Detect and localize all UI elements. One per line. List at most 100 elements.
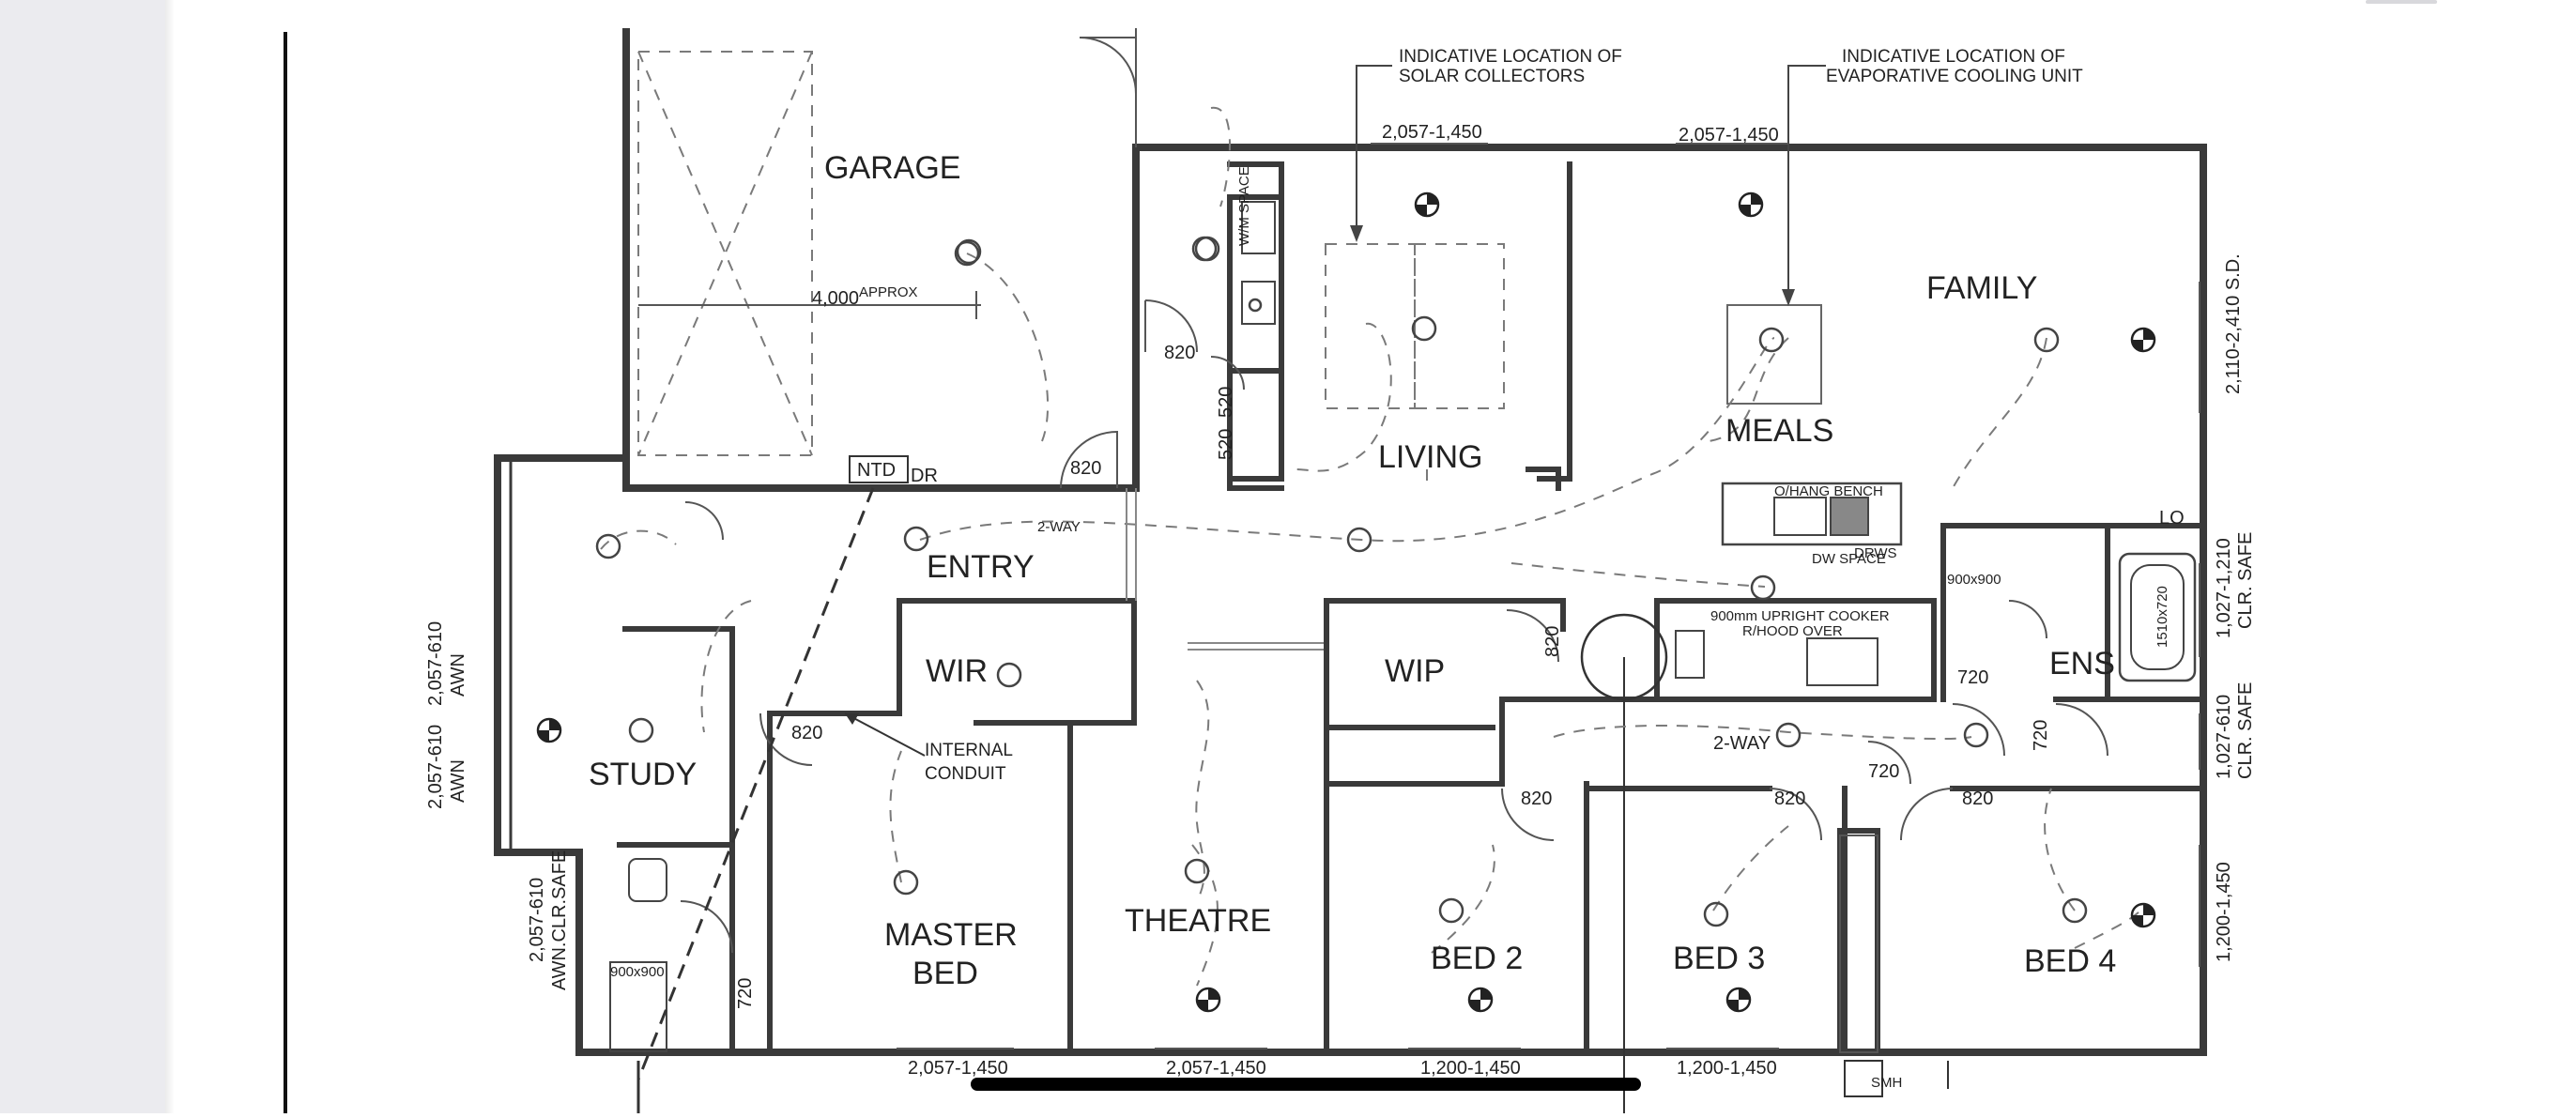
room-label-master-2: BED bbox=[912, 956, 978, 991]
room-label-garage: GARAGE bbox=[824, 150, 960, 186]
door-dim-720: 720 bbox=[1868, 761, 1899, 782]
ohang-bench-label: O/HANG BENCH bbox=[1774, 483, 1883, 499]
left-awn-dim-3: 2,057-610 bbox=[527, 878, 547, 962]
two-way-label-2: 2-WAY bbox=[1713, 733, 1771, 754]
dw-space-label: DW SPACE bbox=[1812, 551, 1886, 567]
garage-width-dim: 4,000 bbox=[812, 288, 859, 309]
ceiling-light-icon bbox=[1775, 722, 1802, 748]
top-window-dim-2: 2,057-1,450 bbox=[1679, 125, 1779, 145]
door-dim-520: 520 bbox=[1216, 429, 1236, 460]
door-dim-820: 820 bbox=[1962, 789, 1993, 809]
room-label-wir: WIR bbox=[926, 653, 988, 689]
top-window-dim-1: 2,057-1,450 bbox=[1382, 122, 1482, 143]
right-clr-dim-1b: CLR. SAFE bbox=[2235, 532, 2256, 629]
left-awn-dim-2b: AWN bbox=[448, 759, 468, 803]
conduit-note-line2: CONDUIT bbox=[925, 764, 1006, 784]
room-label-living: LIVING bbox=[1378, 439, 1482, 475]
room-labels: GARAGE LIVING MEALS FAMILY ENTRY WIR WIP… bbox=[589, 150, 2116, 991]
ceiling-light-icon bbox=[1750, 574, 1776, 601]
plan-notes: INDICATIVE LOCATION OF SOLAR COLLECTORS … bbox=[857, 47, 2185, 1091]
exterior-walls bbox=[494, 24, 2207, 1056]
room-label-master-1: MASTER bbox=[884, 917, 1018, 953]
wm-space-label: W/M SPACE bbox=[1236, 166, 1252, 246]
door-swings bbox=[680, 299, 2108, 954]
ceiling-light-icon bbox=[1184, 858, 1210, 884]
cooker-note-line2: R/HOOD OVER bbox=[1742, 623, 1843, 639]
right-bed4-dim: 1,200-1,450 bbox=[2214, 862, 2234, 962]
electrical-wiring bbox=[600, 106, 2141, 987]
door-dim-720: 720 bbox=[1957, 667, 1988, 688]
ceiling-light-icon bbox=[2033, 327, 2060, 353]
sidebar-panel bbox=[0, 0, 165, 1113]
cooling-leader bbox=[1787, 65, 1826, 299]
room-label-theatre: THEATRE bbox=[1125, 903, 1271, 939]
home-indicator-bar[interactable] bbox=[971, 1078, 1641, 1091]
shower-dim: 900x900 bbox=[1947, 572, 2001, 588]
approx-label: APPROX bbox=[859, 284, 918, 300]
bottom-window-dim-4: 1,200-1,450 bbox=[1677, 1058, 1777, 1079]
door-dim-820: 820 bbox=[1542, 626, 1563, 657]
bottom-window-dim-2: 2,057-1,450 bbox=[1166, 1058, 1266, 1079]
bottom-window-dim-1: 2,057-1,450 bbox=[908, 1058, 1008, 1079]
window-marks bbox=[897, 143, 2200, 1049]
ceiling-light-icon bbox=[903, 526, 929, 552]
room-label-study: STUDY bbox=[589, 757, 697, 792]
ceiling-light-icon bbox=[595, 533, 621, 559]
floor-plan-drawing: GARAGE LIVING MEALS FAMILY ENTRY WIR WIP… bbox=[425, 24, 2256, 1113]
right-clr-dim-2b: CLR. SAFE bbox=[2235, 682, 2256, 779]
conduit-leader bbox=[844, 712, 926, 757]
ceiling-light-icon bbox=[1703, 901, 1729, 927]
conduit-note-line1: INTERNAL bbox=[925, 741, 1013, 760]
ceiling-light-icon bbox=[996, 662, 1022, 688]
cooling-note-line1: INDICATIVE LOCATION OF bbox=[1842, 47, 2065, 67]
solar-note-line2: SOLAR COLLECTORS bbox=[1399, 67, 1585, 86]
two-way-label-1: 2-WAY bbox=[1037, 519, 1081, 535]
bath-dim: 1510x720 bbox=[2154, 586, 2170, 648]
right-sd-dim: 2,110-2,410 S.D. bbox=[2223, 253, 2244, 394]
ceiling-light-icon bbox=[893, 869, 919, 896]
left-awn-dim-3b: AWN.CLR.SAFE bbox=[549, 850, 570, 990]
door-dim-520: 520 bbox=[1216, 387, 1236, 418]
ntd-label: NTD bbox=[857, 460, 896, 481]
solar-note-line1: INDICATIVE LOCATION OF bbox=[1399, 47, 1622, 67]
left-awn-dim-1: 2,057-610 bbox=[425, 621, 446, 706]
garage-area bbox=[637, 28, 1137, 489]
door-dim-720: 720 bbox=[735, 978, 756, 1009]
ceiling-light-icon bbox=[1963, 722, 1989, 748]
room-label-entry: ENTRY bbox=[927, 549, 1035, 585]
left-awn-dim-2: 2,057-610 bbox=[425, 725, 446, 809]
cooker-note-line1: 900mm UPRIGHT COOKER bbox=[1710, 608, 1890, 624]
top-scroll-indicator bbox=[2366, 0, 2437, 4]
door-dim-820: 820 bbox=[1521, 789, 1552, 809]
ceiling-light-icon bbox=[628, 717, 654, 743]
room-label-meals: MEALS bbox=[1725, 413, 1833, 449]
room-label-ens: ENS bbox=[2049, 646, 2115, 682]
drws-label: DRWS bbox=[1854, 545, 1897, 561]
room-label-bed2: BED 2 bbox=[1431, 941, 1523, 976]
ceiling-light-icon bbox=[1411, 315, 1437, 342]
door-dim-820: 820 bbox=[791, 723, 822, 743]
left-awn-dim-1b: AWN bbox=[448, 653, 468, 697]
ceiling-light-icon bbox=[1438, 897, 1464, 924]
door-dim-820: 820 bbox=[1774, 789, 1805, 809]
room-label-bed4: BED 4 bbox=[2024, 943, 2116, 979]
internal-conduit-line bbox=[636, 487, 875, 1080]
room-label-bed3: BED 3 bbox=[1673, 941, 1765, 976]
right-clr-dim-1: 1,027-1,210 bbox=[2214, 538, 2234, 638]
bottom-window-dim-3: 1,200-1,450 bbox=[1420, 1058, 1521, 1079]
ceiling-light-icon bbox=[1758, 327, 1785, 353]
sidebar-shadow bbox=[165, 0, 175, 1113]
fan-icons bbox=[536, 191, 2156, 1013]
room-label-family: FAMILY bbox=[1926, 270, 2037, 306]
door-dim-820: 820 bbox=[1070, 458, 1101, 479]
shower-dim: 900x900 bbox=[610, 964, 665, 980]
plan-dimensions: 4,000 2,057-1,450 2,057-1,450 2,057-1,45… bbox=[425, 122, 2256, 1079]
cooling-note-line2: EVAPORATIVE COOLING UNIT bbox=[1826, 67, 2083, 86]
room-label-wip: WIP bbox=[1385, 653, 1445, 689]
door-dim-720: 720 bbox=[2031, 720, 2051, 751]
right-clr-dim-2: 1,027-610 bbox=[2214, 695, 2234, 779]
light-fittings bbox=[595, 236, 2088, 927]
ceiling-light-icon bbox=[954, 240, 980, 267]
floor-plan-document[interactable]: GARAGE LIVING MEALS FAMILY ENTRY WIR WIP… bbox=[357, 24, 2272, 1113]
dr-label: DR bbox=[911, 466, 938, 486]
